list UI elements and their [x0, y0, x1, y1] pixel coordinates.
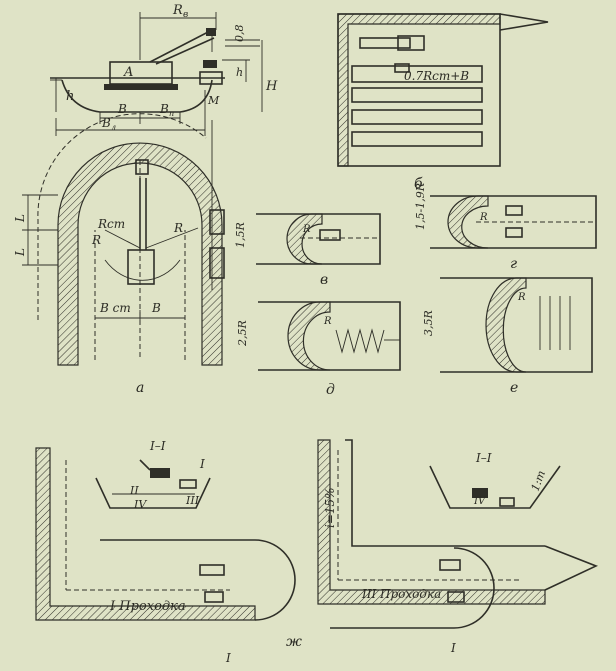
label-b-formula: 0.7Rcт+B: [404, 69, 469, 83]
panel-e: 3,5R R е: [422, 277, 593, 396]
label-e-r: R: [517, 292, 526, 303]
panel-g: 1,5-1,9R R г: [414, 183, 597, 272]
caption-d: д: [326, 382, 335, 398]
label-ratio: 1:m: [529, 469, 548, 493]
label-r: R: [91, 233, 101, 247]
bucket-plan-icon: [135, 159, 149, 175]
panel-d: 2,5R R д: [236, 301, 401, 398]
label-bl: B: [101, 116, 111, 130]
panel-zh-left-labels: I–I I II III IV I Проходка I: [109, 439, 231, 665]
excavator-section-icon: [150, 468, 170, 478]
label-ln1: L: [13, 214, 27, 223]
label-roman-ii: II: [129, 484, 139, 497]
label-sect2: I–I: [475, 451, 492, 465]
label-sect1: I–I: [149, 439, 166, 453]
label-d-25r: 2,5R: [236, 320, 249, 347]
label-bp-sub: п: [169, 109, 174, 118]
label-g-r: R: [479, 212, 488, 223]
panel-a-labels: R в 0,8 A h h H M B B п B л: [66, 3, 278, 132]
label-ht: h: [236, 66, 243, 79]
caption-zh: ж: [286, 634, 302, 650]
label-bl-sub: л: [111, 123, 116, 132]
excavator-body: [109, 61, 173, 85]
label-bp: B: [159, 102, 169, 116]
label-m: M: [207, 94, 220, 107]
label-roman-iii: III: [185, 494, 200, 507]
caption-g: г: [510, 256, 517, 272]
label-h-big: H: [265, 79, 278, 94]
label-rct: Rcт: [97, 217, 125, 231]
label-r3: R: [173, 221, 183, 235]
machine-icon: [394, 63, 410, 73]
caption-e: е: [510, 380, 518, 396]
label-v-15r: 1,5R: [234, 222, 247, 248]
panel-a-cross-section: [50, 12, 263, 136]
label-cut2: I: [450, 641, 456, 655]
excavator-plan-icon: [127, 249, 155, 285]
excavator-track: [104, 84, 178, 90]
label-e-35r: 3,5R: [422, 310, 435, 336]
label-rv: R: [172, 3, 183, 18]
label-a: A: [123, 65, 133, 80]
panel-zh-left: [35, 447, 296, 621]
caption-v: в: [320, 272, 328, 288]
label-b1: B: [151, 301, 161, 315]
label-rv-sub: в: [183, 10, 188, 20]
label-cut1: I: [225, 651, 231, 665]
label-proh3: III Проходка: [361, 587, 441, 601]
label-d-r: R: [323, 316, 332, 327]
panel-zh-right: [317, 439, 599, 629]
label-roman-i: I: [199, 457, 205, 471]
label-08: 0,8: [233, 25, 246, 43]
panel-a-plan-labels: L L Rcт R R B cт B а: [13, 214, 183, 396]
label-v-r: R: [302, 224, 311, 235]
truck-icon: [199, 71, 223, 85]
caption-a: а: [136, 380, 144, 396]
label-h: h: [66, 89, 74, 104]
label-g-1519r: 1,5-1,9R: [414, 183, 427, 230]
panel-v: 1,5R R в: [234, 213, 381, 288]
panel-a-plan: [22, 113, 225, 366]
bucket-icon: [206, 28, 216, 36]
label-proh1: I Проходка: [109, 599, 186, 614]
label-ln2: L: [13, 248, 27, 257]
label-slope: i=15%: [323, 487, 337, 528]
label-bct: B cт: [99, 301, 131, 315]
caption-b: б: [414, 176, 423, 192]
truck-plan-icon: [209, 209, 225, 235]
excavator-section2-icon: [472, 488, 488, 498]
panel-b: 0.7Rcт+B б: [337, 13, 549, 192]
label-roman-iv2: IV: [473, 496, 487, 507]
label-roman-iv: IV: [133, 498, 147, 511]
label-b: B: [117, 102, 127, 116]
